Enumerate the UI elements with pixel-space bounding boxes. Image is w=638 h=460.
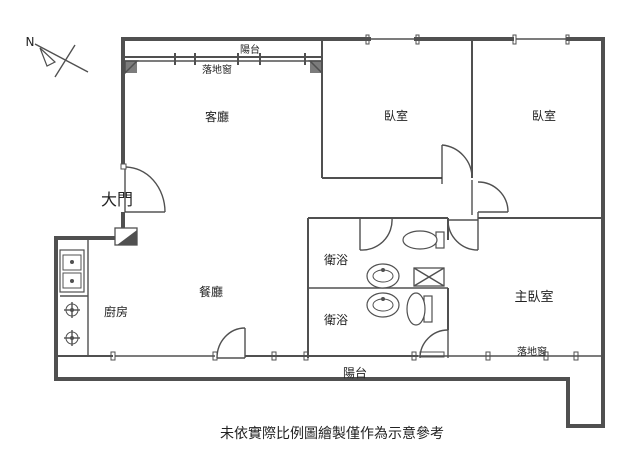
kitchen-counter — [59, 240, 89, 356]
living-room-label: 客廳 — [205, 109, 229, 124]
top-french-window-label: 落地窗 — [202, 63, 232, 76]
main-door: 大門 — [101, 163, 166, 213]
bedroom-2-label: 臥室 — [532, 108, 556, 123]
master-bedroom-label: 主臥室 — [514, 289, 553, 305]
footnote: 未依實際比例圖繪製僅作為示意參考 — [220, 425, 444, 442]
bedroom-1-walls — [321, 41, 473, 184]
bottom-windows: 落地窗 陽台 — [58, 345, 601, 380]
dining-room-label: 餐廳 — [199, 284, 223, 299]
kitchen-label: 廚房 — [104, 304, 128, 319]
top-balcony-label: 陽台 — [240, 43, 260, 56]
compass-north-label: N — [26, 35, 35, 49]
bathroom-fixtures — [366, 230, 449, 359]
entry-column — [114, 227, 138, 246]
bottom-french-window-label: 落地窗 — [517, 345, 547, 358]
exterior-walls — [54, 37, 605, 428]
top-balcony: 陽台 落地窗 — [124, 43, 323, 76]
master-bedroom-walls — [447, 212, 601, 251]
compass-icon: N — [26, 35, 89, 78]
main-door-label: 大門 — [101, 190, 133, 209]
bedroom-1-label: 臥室 — [384, 108, 408, 123]
top-windows — [365, 34, 570, 45]
bathroom-1-label: 衛浴 — [324, 253, 348, 267]
bedroom-2-door — [471, 180, 509, 215]
dining-door — [216, 327, 246, 359]
bathroom-2-label: 衛浴 — [324, 313, 348, 327]
bottom-balcony-label: 陽台 — [343, 365, 367, 380]
stove-icon — [64, 302, 80, 346]
